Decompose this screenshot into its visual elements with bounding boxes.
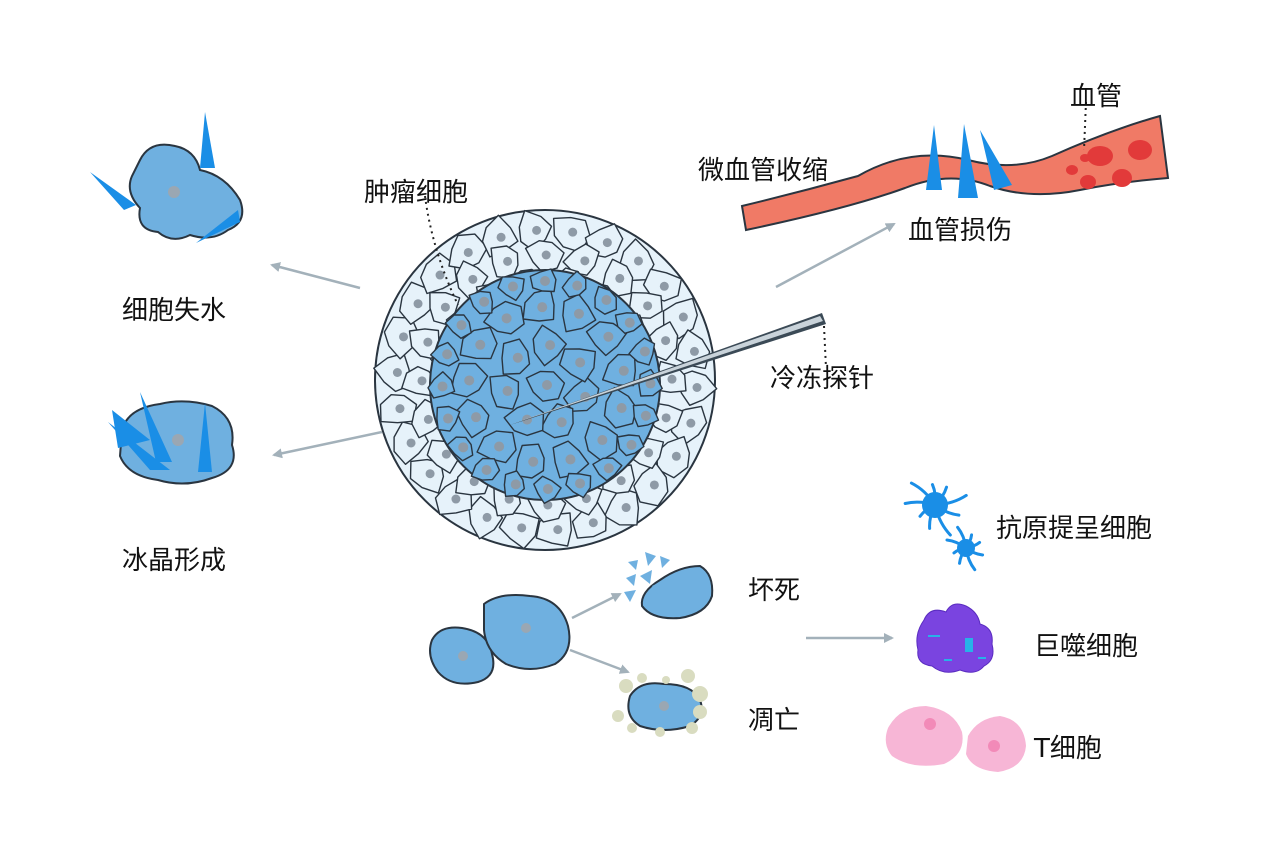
cryoprobe-label: 冷冻探针	[770, 364, 875, 394]
arrow-to-necrosis	[571, 592, 622, 620]
arrow-to-apoptosis	[569, 648, 630, 674]
t-cell-icon	[885, 706, 1026, 772]
cell-dehydration-label: 细胞失水	[122, 296, 227, 326]
dehydrated-cell-icon	[90, 112, 244, 243]
dendritic-cell-icon	[903, 481, 985, 572]
apoptotic-cell-icon	[612, 669, 708, 737]
tumor-mass-icon	[373, 209, 718, 551]
cryoprobe-pointer	[823, 325, 827, 369]
blood-vessel-icon	[740, 114, 1170, 232]
tumor-label-pointer	[424, 195, 459, 306]
t-cell-label: T细胞	[1034, 734, 1102, 764]
tumor-cells-label: 肿瘤细胞	[364, 178, 469, 208]
macrophage-icon	[916, 603, 994, 673]
ice-crystal-label: 冰晶形成	[122, 546, 227, 576]
vessel-damage-label: 血管损伤	[908, 216, 1013, 246]
blood-vessel-label: 血管	[1070, 82, 1123, 112]
vessel-pointer	[1083, 101, 1087, 151]
apoptosis-label: 凋亡	[748, 706, 801, 736]
arrow-to-dehydration	[270, 262, 361, 290]
apc-label: 抗原提呈细胞	[996, 514, 1153, 544]
cryoprobe-needle-icon	[510, 313, 826, 425]
microvessel-contraction-label: 微血管收缩	[698, 156, 829, 186]
frozen-cells-icon	[429, 594, 571, 685]
ice-crystal-cell-icon	[108, 392, 235, 485]
arrow-to-ice-crystal	[272, 430, 383, 459]
necrotic-cell-icon	[624, 552, 714, 620]
arrow-to-vessel	[775, 222, 896, 289]
inner-tumor-cells	[427, 268, 663, 505]
necrosis-label: 坏死	[748, 576, 801, 606]
macrophage-label: 巨噬细胞	[1034, 632, 1139, 662]
